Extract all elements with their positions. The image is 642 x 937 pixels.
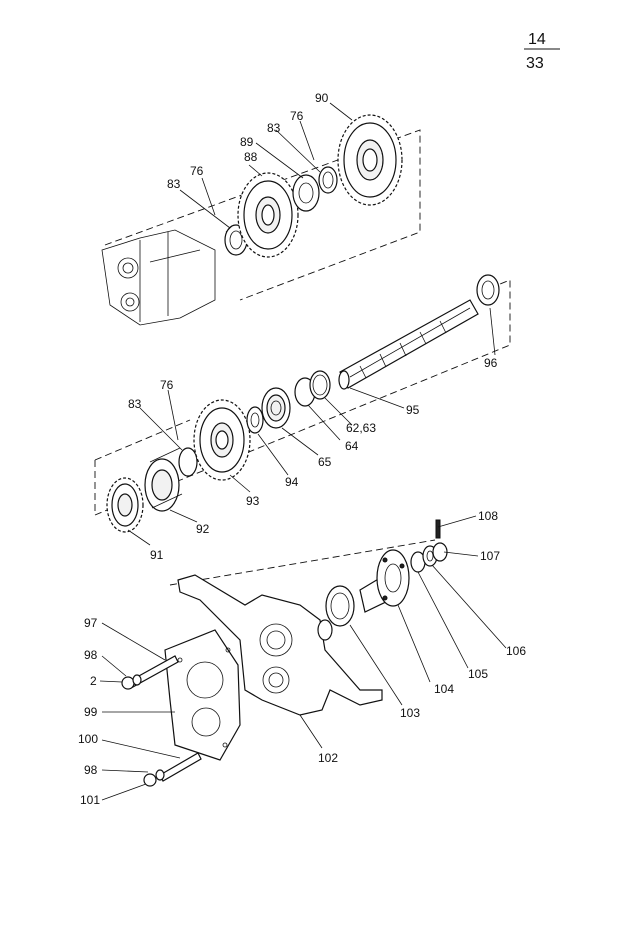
label-83-middle: 83 (128, 397, 142, 411)
label-107: 107 (480, 549, 500, 563)
housing-bore-upper (117, 257, 139, 279)
label-98-lower: 98 (84, 763, 98, 777)
label-76-middle: 76 (160, 378, 174, 392)
part-62-63-rings (309, 370, 331, 400)
label-65: 65 (318, 455, 332, 469)
page-number-numerator: 14 (528, 31, 546, 48)
label-105: 105 (468, 667, 488, 681)
label-92: 92 (196, 522, 210, 536)
label-97: 97 (84, 616, 98, 630)
label-83-upper-left: 83 (167, 177, 181, 191)
middle-envelope-outline (94, 279, 511, 516)
label-101: 101 (80, 793, 100, 807)
part-83-bush-upper-right (318, 166, 338, 194)
label-102: 102 (318, 751, 338, 765)
part-103-seal (325, 585, 355, 627)
part-83-bush-middle (178, 447, 198, 477)
part-92-sleeve (144, 447, 183, 512)
part-108-split-pin (435, 519, 441, 539)
part-100-stud (159, 752, 202, 782)
page-number-denominator: 33 (526, 55, 544, 72)
label-104: 104 (434, 682, 454, 696)
part-93-gear (193, 399, 251, 481)
part-91-gear (106, 477, 144, 533)
part-101-nut-assembly (143, 769, 165, 787)
label-96: 96 (484, 356, 498, 370)
lower-housing-group (121, 519, 448, 787)
part-94-washer (246, 406, 264, 434)
part-102-housing (177, 574, 383, 716)
label-90: 90 (315, 91, 329, 105)
part-89-ring (292, 174, 320, 212)
label-93: 93 (246, 494, 260, 508)
part-88-gear (237, 172, 299, 258)
part-90-gear (337, 114, 403, 206)
part-104-flange (359, 549, 410, 613)
upper-gear-group (101, 114, 421, 326)
label-94: 94 (285, 475, 299, 489)
part-96-bearing-cup (476, 274, 500, 306)
label-98-upper: 98 (84, 648, 98, 662)
part-65-bearing (261, 387, 291, 429)
part-2-nut-assembly (121, 674, 142, 690)
part-95-shaft (338, 299, 479, 390)
label-106: 106 (506, 644, 526, 658)
label-99: 99 (84, 705, 98, 719)
label-83-upper-right: 83 (267, 121, 281, 135)
label-95: 95 (406, 403, 420, 417)
housing-fragment (101, 229, 216, 326)
part-labels: 83 76 88 89 83 76 90 96 95 62,63 64 65 9… (78, 91, 526, 807)
label-88: 88 (244, 150, 258, 164)
label-108: 108 (478, 509, 498, 523)
label-103: 103 (400, 706, 420, 720)
label-64: 64 (345, 439, 359, 453)
middle-shaft-group (94, 274, 511, 533)
page-number: 14 33 (524, 31, 560, 72)
label-62-63: 62,63 (346, 421, 376, 435)
label-2: 2 (90, 674, 97, 688)
label-89: 89 (240, 135, 254, 149)
label-76-upper-right: 76 (290, 109, 304, 123)
leader-lines (99, 102, 507, 801)
label-76-upper-left: 76 (190, 164, 204, 178)
part-99-plate (164, 629, 241, 761)
label-91: 91 (150, 548, 164, 562)
housing-bore-lower (120, 292, 140, 312)
label-100: 100 (78, 732, 98, 746)
